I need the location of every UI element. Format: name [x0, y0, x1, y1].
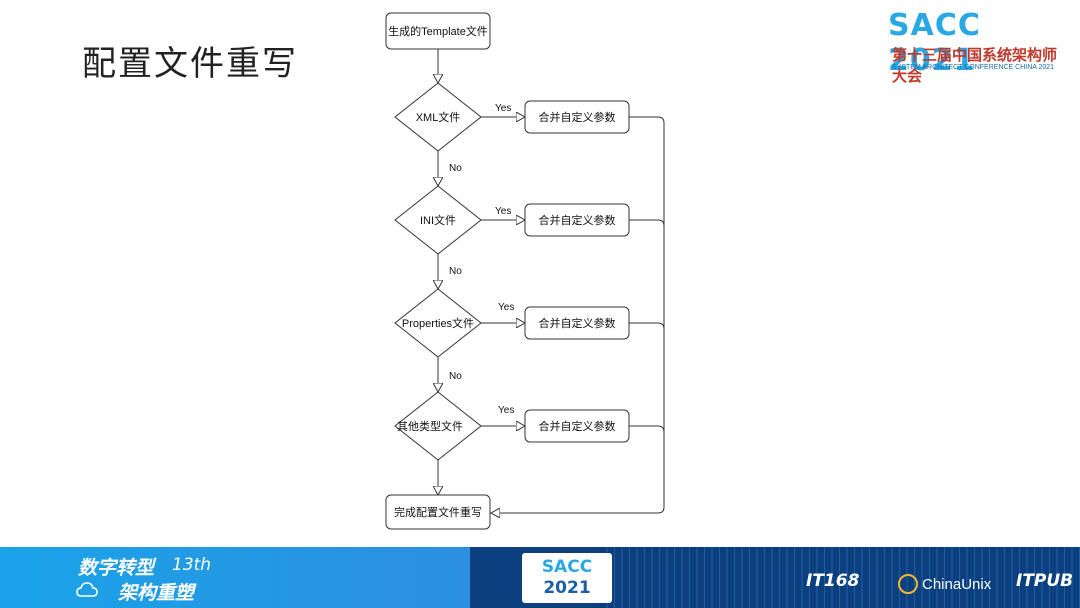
- footer-edition: 13th: [172, 555, 211, 575]
- edge-a4-merge: [629, 426, 664, 432]
- end-node-label: 完成配置文件重写: [394, 505, 482, 519]
- decision-properties-label: Properties文件: [402, 316, 474, 330]
- edge-a1-merge: [629, 117, 664, 507]
- edge-d2-yes-label: Yes: [495, 206, 511, 217]
- decision-xml-label: XML文件: [416, 110, 461, 124]
- flowchart: 生成的Template文件 XML文件 Yes 合并自定义参数 No INI文件…: [0, 0, 1080, 547]
- edge-a3-merge: [629, 323, 664, 329]
- cloud-icon: [76, 581, 98, 599]
- footer-left-panel: [0, 547, 470, 608]
- partner-logo-chinaunix: ChinaUnix: [922, 576, 991, 593]
- footer-badge-bottom: 2021: [522, 578, 612, 598]
- chinaunix-icon: [898, 574, 918, 594]
- action-node-1-label: 合并自定义参数: [539, 110, 616, 124]
- decision-other-label: 其他类型文件: [397, 419, 463, 433]
- decision-ini-label: INI文件: [420, 213, 456, 227]
- footer-sacc-badge: SACC 2021: [522, 553, 612, 603]
- footer-slogan-line1: 数字转型: [78, 553, 154, 580]
- action-node-3-label: 合并自定义参数: [539, 316, 616, 330]
- edge-d3-no-label: No: [449, 371, 462, 382]
- footer-banner: 数字转型 13th 架构重塑 SACC 2021 IT168 ChinaUnix…: [0, 547, 1080, 608]
- footer-badge-top: SACC: [522, 557, 612, 577]
- start-node-label: 生成的Template文件: [388, 24, 488, 38]
- edge-merge-end: [491, 507, 664, 513]
- edge-d2-no-label: No: [449, 266, 462, 277]
- edge-a2-merge: [629, 220, 664, 226]
- action-node-4-label: 合并自定义参数: [539, 419, 616, 433]
- edge-d1-no-label: No: [449, 163, 462, 174]
- footer-slogan-line2: 架构重塑: [118, 578, 194, 605]
- partner-logo-it168: IT168: [806, 571, 859, 591]
- edge-d3-yes-label: Yes: [498, 302, 514, 313]
- edge-d1-yes-label: Yes: [495, 103, 511, 114]
- partner-logo-itpub: ITPUB: [1016, 571, 1073, 591]
- edge-d4-yes-label: Yes: [498, 405, 514, 416]
- action-node-2-label: 合并自定义参数: [539, 213, 616, 227]
